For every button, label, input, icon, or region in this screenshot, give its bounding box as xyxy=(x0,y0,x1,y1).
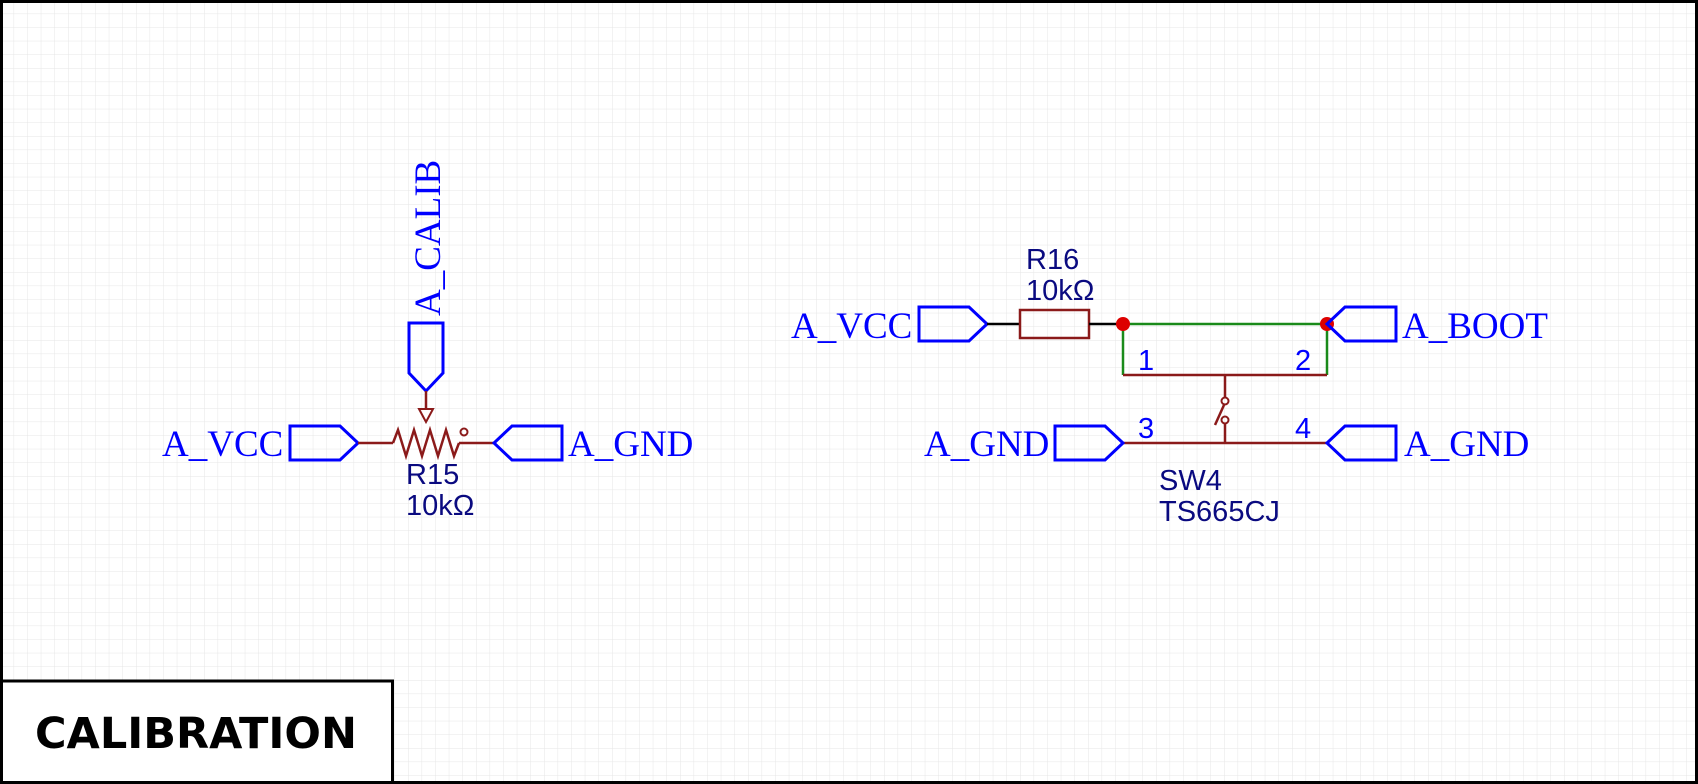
pot-wiper-arrow xyxy=(417,408,435,425)
r16-ref-label: R16 xyxy=(1026,244,1079,276)
pot-resistor-zigzag xyxy=(391,425,461,461)
boot-net-label: A_BOOT xyxy=(1402,306,1548,347)
boot-net-flag[interactable] xyxy=(1324,305,1398,343)
sw4-right-net-flag[interactable] xyxy=(1324,424,1398,462)
sw4-lever xyxy=(1213,404,1226,426)
sw4-pin-4: 4 xyxy=(1295,413,1311,445)
sw4-pin-1: 1 xyxy=(1138,345,1154,377)
sheet-title: CALIBRATION xyxy=(35,709,357,759)
sw4-pin-2: 2 xyxy=(1295,345,1311,377)
switch-sw4[interactable]: 1 2 3 4 A_GND A_GND SW4 TS665CJ xyxy=(924,345,1529,528)
r16-left-net-flag[interactable] xyxy=(917,305,990,343)
sw4-left-net-flag[interactable] xyxy=(1053,424,1126,462)
r16-left-net-label: A_VCC xyxy=(791,306,912,347)
sw4-left-net-label: A_GND xyxy=(924,424,1049,465)
resistor-r16[interactable]: A_VCC R16 10kΩ xyxy=(791,244,1123,347)
sw4-right-net-label: A_GND xyxy=(1404,424,1529,465)
junction-left xyxy=(1116,317,1130,331)
pot-right-net-label: A_GND xyxy=(568,424,693,465)
sw4-contact-top xyxy=(1220,396,1230,406)
pot-right-net-flag[interactable] xyxy=(491,424,564,462)
sw4-ref-label: SW4 xyxy=(1159,465,1222,497)
pot-wiper-net-label: A_CALIB xyxy=(408,160,449,316)
sw4-pin-3: 3 xyxy=(1138,413,1154,445)
pot-ref-label: R15 xyxy=(406,459,459,491)
pot-left-net-flag[interactable] xyxy=(288,424,361,462)
boot-wiring: A_BOOT xyxy=(1116,305,1548,375)
title-box xyxy=(0,679,394,784)
pot-end-circle xyxy=(459,427,469,437)
title-block: CALIBRATION xyxy=(0,679,394,784)
sw4-contact-bottom xyxy=(1220,415,1230,425)
sw4-value-label: TS665CJ xyxy=(1159,496,1280,528)
pot-wiper-net-flag[interactable] xyxy=(407,321,445,394)
r16-value-label: 10kΩ xyxy=(1026,275,1094,307)
pot-value-label: 10kΩ xyxy=(406,490,474,522)
potentiometer-r15[interactable]: A_VCC A_GND A_CALIB R15 10kΩ xyxy=(162,160,693,522)
pot-left-net-label: A_VCC xyxy=(162,424,283,465)
